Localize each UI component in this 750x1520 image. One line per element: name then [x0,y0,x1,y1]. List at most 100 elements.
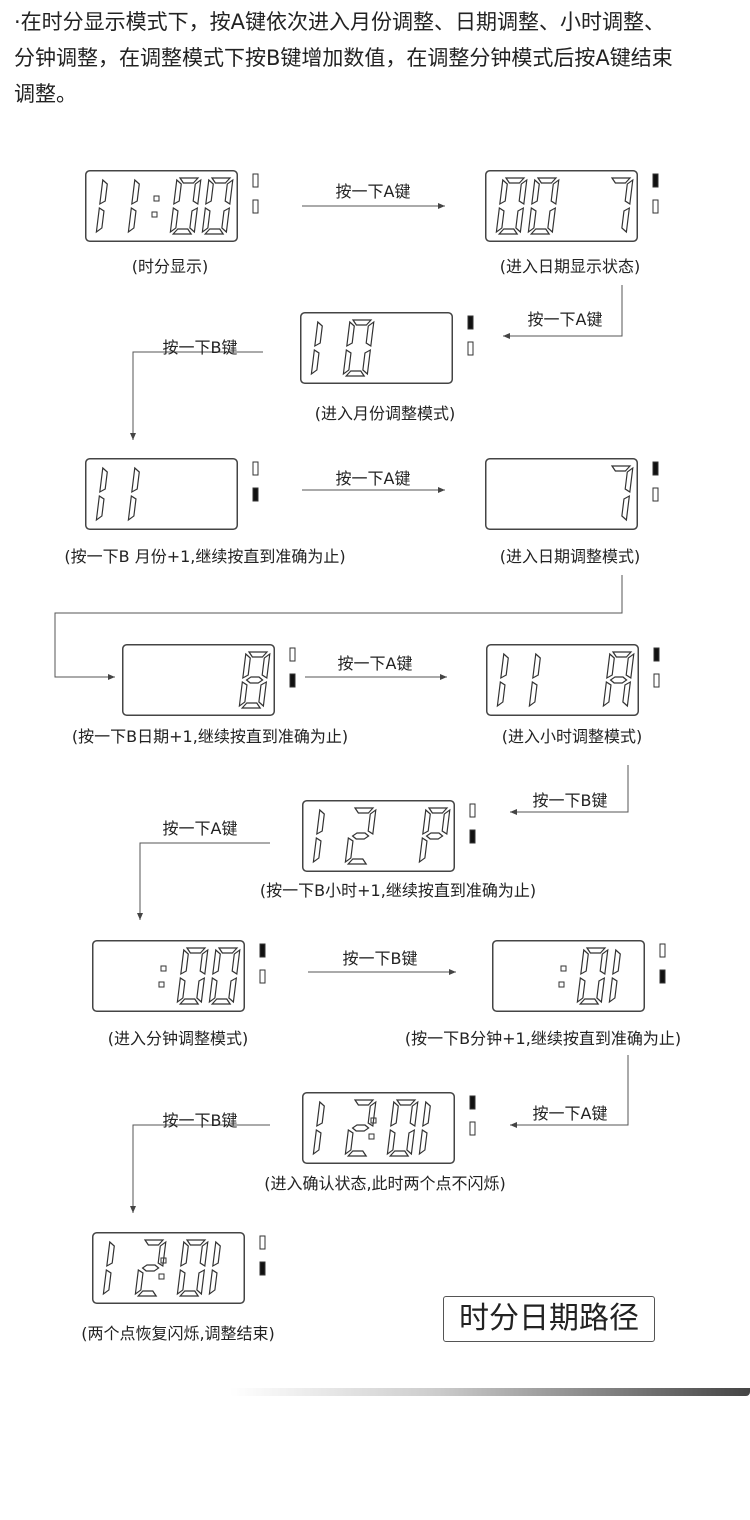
lcd-frame [122,644,275,716]
lcd-segment [176,976,186,1004]
indicator-bottom [653,673,660,688]
lcd-colon-dot [160,965,167,972]
lcd-colon-dot [560,965,567,972]
lcd-segment [316,1100,325,1128]
lcd-frame [485,170,638,242]
lcd-segment [196,1268,206,1296]
lcd-segment [212,1240,221,1268]
lcd-digit [310,320,323,376]
indicator-bottom [289,673,296,688]
arrow-label: 按一下A键 [335,182,411,201]
lcd-segment [141,1264,160,1272]
lcd-digit [418,807,451,864]
lcd-segment [367,808,377,836]
lcd-digit [342,319,375,377]
lcd-segment [621,206,631,234]
lcd-segment [418,1128,428,1156]
lcd-frame [302,1092,455,1164]
lcd-segment [499,178,508,206]
lcd-segment [596,976,606,1004]
lcd-segment [497,228,519,235]
indicator-bottom [652,199,659,214]
arrow [137,842,270,920]
lcd-segment [624,178,634,206]
arrow [130,351,263,440]
indicator-top [653,647,660,662]
lcd-digit [602,651,635,708]
decorative-shadow [230,1388,750,1396]
caption: (进入确认状态,此时两个点不闪烁) [264,1174,506,1193]
caption: (进入分钟调整模式) [107,1029,249,1048]
lcd-segment [201,206,211,234]
lcd-segment [342,348,352,376]
lcd-segment [441,808,451,836]
lcd-segment [622,680,632,708]
lcd-segment [504,177,526,184]
lcd-segment [210,177,232,184]
lcd-segment [95,494,105,522]
lcd-segment [134,1268,144,1296]
lcd-segment [173,178,182,206]
intro-line: 分钟调整，在调整模式下按B键增加数值，在调整分钟模式后按A键结束 [14,46,673,70]
lcd-segment [608,976,618,1004]
lcd-segment [205,178,214,206]
lcd-segment [95,206,105,234]
indicator-top [652,461,659,476]
lcd-segment [203,228,225,235]
lcd-segment [171,228,193,235]
lcd-display [486,644,660,716]
lcd-segment [547,206,557,234]
lcd-colon-dot [558,981,565,988]
lcd-segment [258,680,268,708]
lcd-segment [208,976,218,1004]
arrow-label: 按一下B键 [342,949,418,968]
arrow-label: 按一下A键 [527,310,603,329]
lcd-digit [169,177,202,235]
indicator-top [252,173,259,188]
lcd-segment [196,976,206,1004]
lcd-digit [102,1240,115,1296]
indicator-top [289,647,296,662]
lcd-frame [492,940,645,1012]
lcd-colon-dot [370,1117,377,1124]
lcd-digit [608,948,621,1004]
lcd-segment [185,1239,207,1246]
lcd-segment [496,680,506,708]
lcd-segment [351,1124,370,1132]
lcd-segment [531,178,540,206]
lcd-digit [208,947,241,1005]
lcd-segment [312,1128,322,1156]
lcd-colon-dot [151,211,158,218]
lcd-segment [217,947,239,954]
lcd-segment [386,1128,396,1156]
lcd-segment [550,178,560,206]
lcd-digit [95,178,108,234]
caption: (按一下B 月份+1,继续按直到准确为止) [64,547,346,566]
lcd-colon-dot [160,1257,167,1264]
indicator-bottom [469,1121,476,1136]
lcd-segment [180,1240,189,1268]
indicator-top [252,461,259,476]
lcd-segment [131,466,140,494]
caption: (进入月份调整模式) [314,404,456,423]
lcd-colon-dot [153,195,160,202]
lcd-frame [300,312,453,384]
lcd-segment [312,836,322,864]
lcd-segment [353,1099,375,1106]
lcd-segment [178,998,200,1005]
arrow-label: 按一下A键 [162,819,238,838]
indicator-bottom [469,829,476,844]
lcd-segment [346,1150,368,1157]
lcd-segment [212,948,221,976]
lcd-digit [576,947,609,1005]
lcd-digit [495,177,528,235]
lcd-digit [386,1099,419,1157]
indicator-top [652,173,659,188]
lcd-frame [92,1232,245,1304]
lcd-colon-dot [158,981,165,988]
lcd-segment [210,998,232,1005]
lcd-segment [625,652,635,680]
arrow [130,1124,270,1213]
lcd-segment [208,1268,218,1296]
lcd-segment [231,948,241,976]
